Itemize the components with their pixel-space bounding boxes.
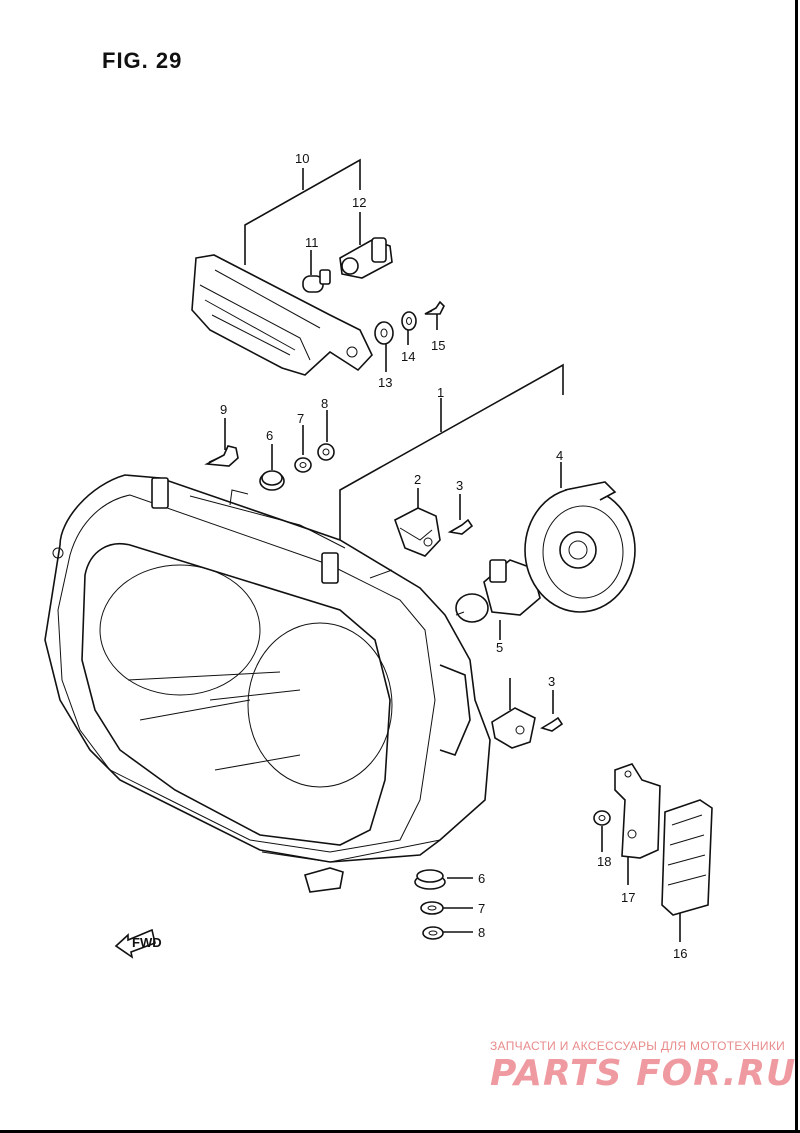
callout-5: 5 (496, 640, 503, 655)
nut-8-lower (422, 926, 444, 940)
callout-1-upper: 1 (437, 385, 444, 400)
clip-lower (491, 707, 536, 749)
callout-16: 16 (673, 946, 687, 961)
washer-7-upper (294, 457, 312, 473)
grommet-6-lower (414, 869, 446, 890)
washer-7-lower (420, 901, 444, 915)
fwd-text: FWD (132, 935, 162, 950)
nut-18 (593, 810, 611, 826)
callout-7-upper: 7 (297, 411, 304, 426)
callout-6-lower: 6 (478, 871, 485, 886)
screw-15 (424, 300, 445, 315)
grommet-6-upper (259, 470, 285, 491)
watermark-tagline: ЗАПЧАСТИ И АКСЕССУАРЫ ДЛЯ МОТОТЕХНИКИ (490, 1039, 786, 1053)
callout-15: 15 (431, 338, 445, 353)
frame-border-bottom (0, 1130, 800, 1133)
callout-2: 2 (414, 472, 421, 487)
callout-3-upper: 3 (456, 478, 463, 493)
callout-7-lower: 7 (478, 901, 485, 916)
callout-labels: 10 12 11 15 14 13 1 8 9 7 6 4 2 3 5 3 18… (220, 151, 687, 961)
callout-14: 14 (401, 349, 415, 364)
callout-8-lower: 8 (478, 925, 485, 940)
headlight-bulb-5 (455, 559, 541, 623)
callout-13: 13 (378, 375, 392, 390)
turn-signal-lens (191, 254, 373, 376)
callout-17: 17 (621, 890, 635, 905)
bolt-9 (204, 445, 239, 467)
bulb-socket-12 (339, 237, 393, 279)
grommet-13 (374, 321, 394, 345)
screw-3-lower (540, 716, 564, 732)
callout-3-lower: 3 (548, 674, 555, 689)
dust-cover-4 (524, 481, 636, 613)
leader-lines (224, 158, 681, 942)
washer-14 (401, 311, 417, 331)
callout-18: 18 (597, 854, 611, 869)
reflector-16 (661, 799, 713, 916)
callout-10: 10 (295, 151, 309, 166)
callout-12: 12 (352, 195, 366, 210)
figure-title: FIG. 29 (102, 48, 183, 73)
nut-8-upper (317, 443, 335, 461)
callout-11: 11 (305, 235, 319, 250)
callout-9: 9 (220, 402, 227, 417)
watermark-logo: PARTS FOR.RU (490, 1053, 797, 1094)
clip-2 (394, 507, 441, 557)
headlight-housing (44, 474, 491, 893)
callout-4: 4 (556, 448, 563, 463)
frame-border-right (795, 0, 798, 1133)
fwd-arrow-icon: FWD (114, 928, 162, 959)
callout-6-upper: 6 (266, 428, 273, 443)
screw-3-upper (447, 518, 474, 535)
bracket-17 (614, 763, 661, 859)
callout-8-upper: 8 (321, 396, 328, 411)
bulb-11 (302, 269, 331, 293)
